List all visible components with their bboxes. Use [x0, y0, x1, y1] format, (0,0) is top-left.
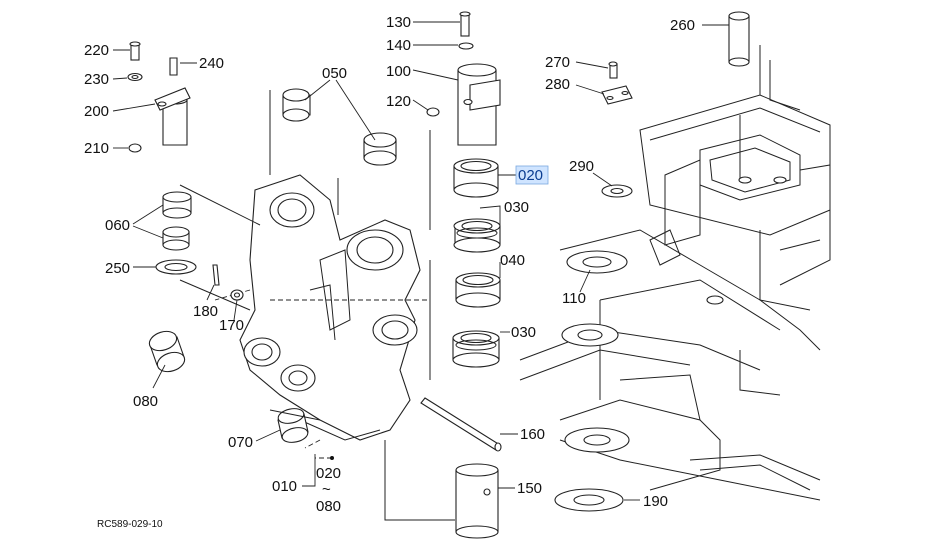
label-020-selected[interactable]: 020	[518, 167, 543, 184]
washer-250[interactable]	[155, 259, 197, 275]
label-140[interactable]: 140	[386, 37, 411, 54]
bushing-030-upper[interactable]	[453, 218, 501, 253]
range-marker-dot	[330, 456, 334, 460]
label-250[interactable]: 250	[105, 260, 130, 277]
pin-180-washer-170	[212, 264, 244, 301]
upper-pin-assembly	[426, 11, 501, 146]
label-range-tilde: ~	[322, 481, 331, 498]
label-050[interactable]: 050	[322, 65, 347, 82]
part-labels: 130 140 100 120 020 030 040 030 160 150 …	[84, 14, 695, 530]
label-260[interactable]: 260	[670, 17, 695, 34]
label-190[interactable]: 190	[643, 493, 668, 510]
label-080[interactable]: 080	[133, 393, 158, 410]
label-100[interactable]: 100	[386, 63, 411, 80]
label-120[interactable]: 120	[386, 93, 411, 110]
label-280[interactable]: 280	[545, 76, 570, 93]
label-040[interactable]: 040	[500, 252, 525, 269]
label-180[interactable]: 180	[193, 303, 218, 320]
label-030-upper[interactable]: 030	[504, 199, 529, 216]
label-270[interactable]: 270	[545, 54, 570, 71]
label-240[interactable]: 240	[199, 55, 224, 72]
shim-190[interactable]	[554, 488, 624, 512]
label-130[interactable]: 130	[386, 14, 411, 31]
leader-lines	[112, 21, 729, 501]
rod-160[interactable]	[420, 397, 502, 452]
label-200[interactable]: 200	[84, 103, 109, 120]
label-160[interactable]: 160	[520, 426, 545, 443]
bushing-080[interactable]	[147, 328, 187, 375]
swing-bracket-drawing	[214, 174, 430, 441]
label-210[interactable]: 210	[84, 140, 109, 157]
label-060[interactable]: 060	[105, 217, 130, 234]
right-top-parts	[601, 11, 750, 198]
label-170[interactable]: 170	[219, 317, 244, 334]
label-range-start: 020	[316, 465, 341, 482]
label-290[interactable]: 290	[569, 158, 594, 175]
bushing-030-lower[interactable]	[452, 330, 500, 368]
label-220[interactable]: 220	[84, 42, 109, 59]
bushing-070[interactable]	[277, 406, 309, 444]
left-pin-assembly	[127, 41, 191, 153]
label-230[interactable]: 230	[84, 71, 109, 88]
shim-110[interactable]	[566, 250, 628, 274]
bushing-050[interactable]	[282, 88, 397, 166]
label-030-lower[interactable]: 030	[511, 324, 536, 341]
pin-150[interactable]	[455, 463, 499, 539]
label-150[interactable]: 150	[517, 480, 542, 497]
main-frame-drawing	[519, 45, 831, 501]
bushing-040[interactable]	[455, 272, 501, 308]
bushing-020[interactable]	[453, 158, 499, 198]
assembly-outlines	[179, 90, 455, 521]
label-010[interactable]: 010	[272, 478, 297, 495]
bushing-060[interactable]	[162, 191, 192, 251]
label-110[interactable]: 110	[562, 290, 586, 307]
diagram-reference-code: RC589-029-10	[97, 519, 163, 530]
label-range-end: 080	[316, 498, 341, 515]
label-070[interactable]: 070	[228, 434, 253, 451]
selected-label-highlight	[515, 165, 549, 185]
